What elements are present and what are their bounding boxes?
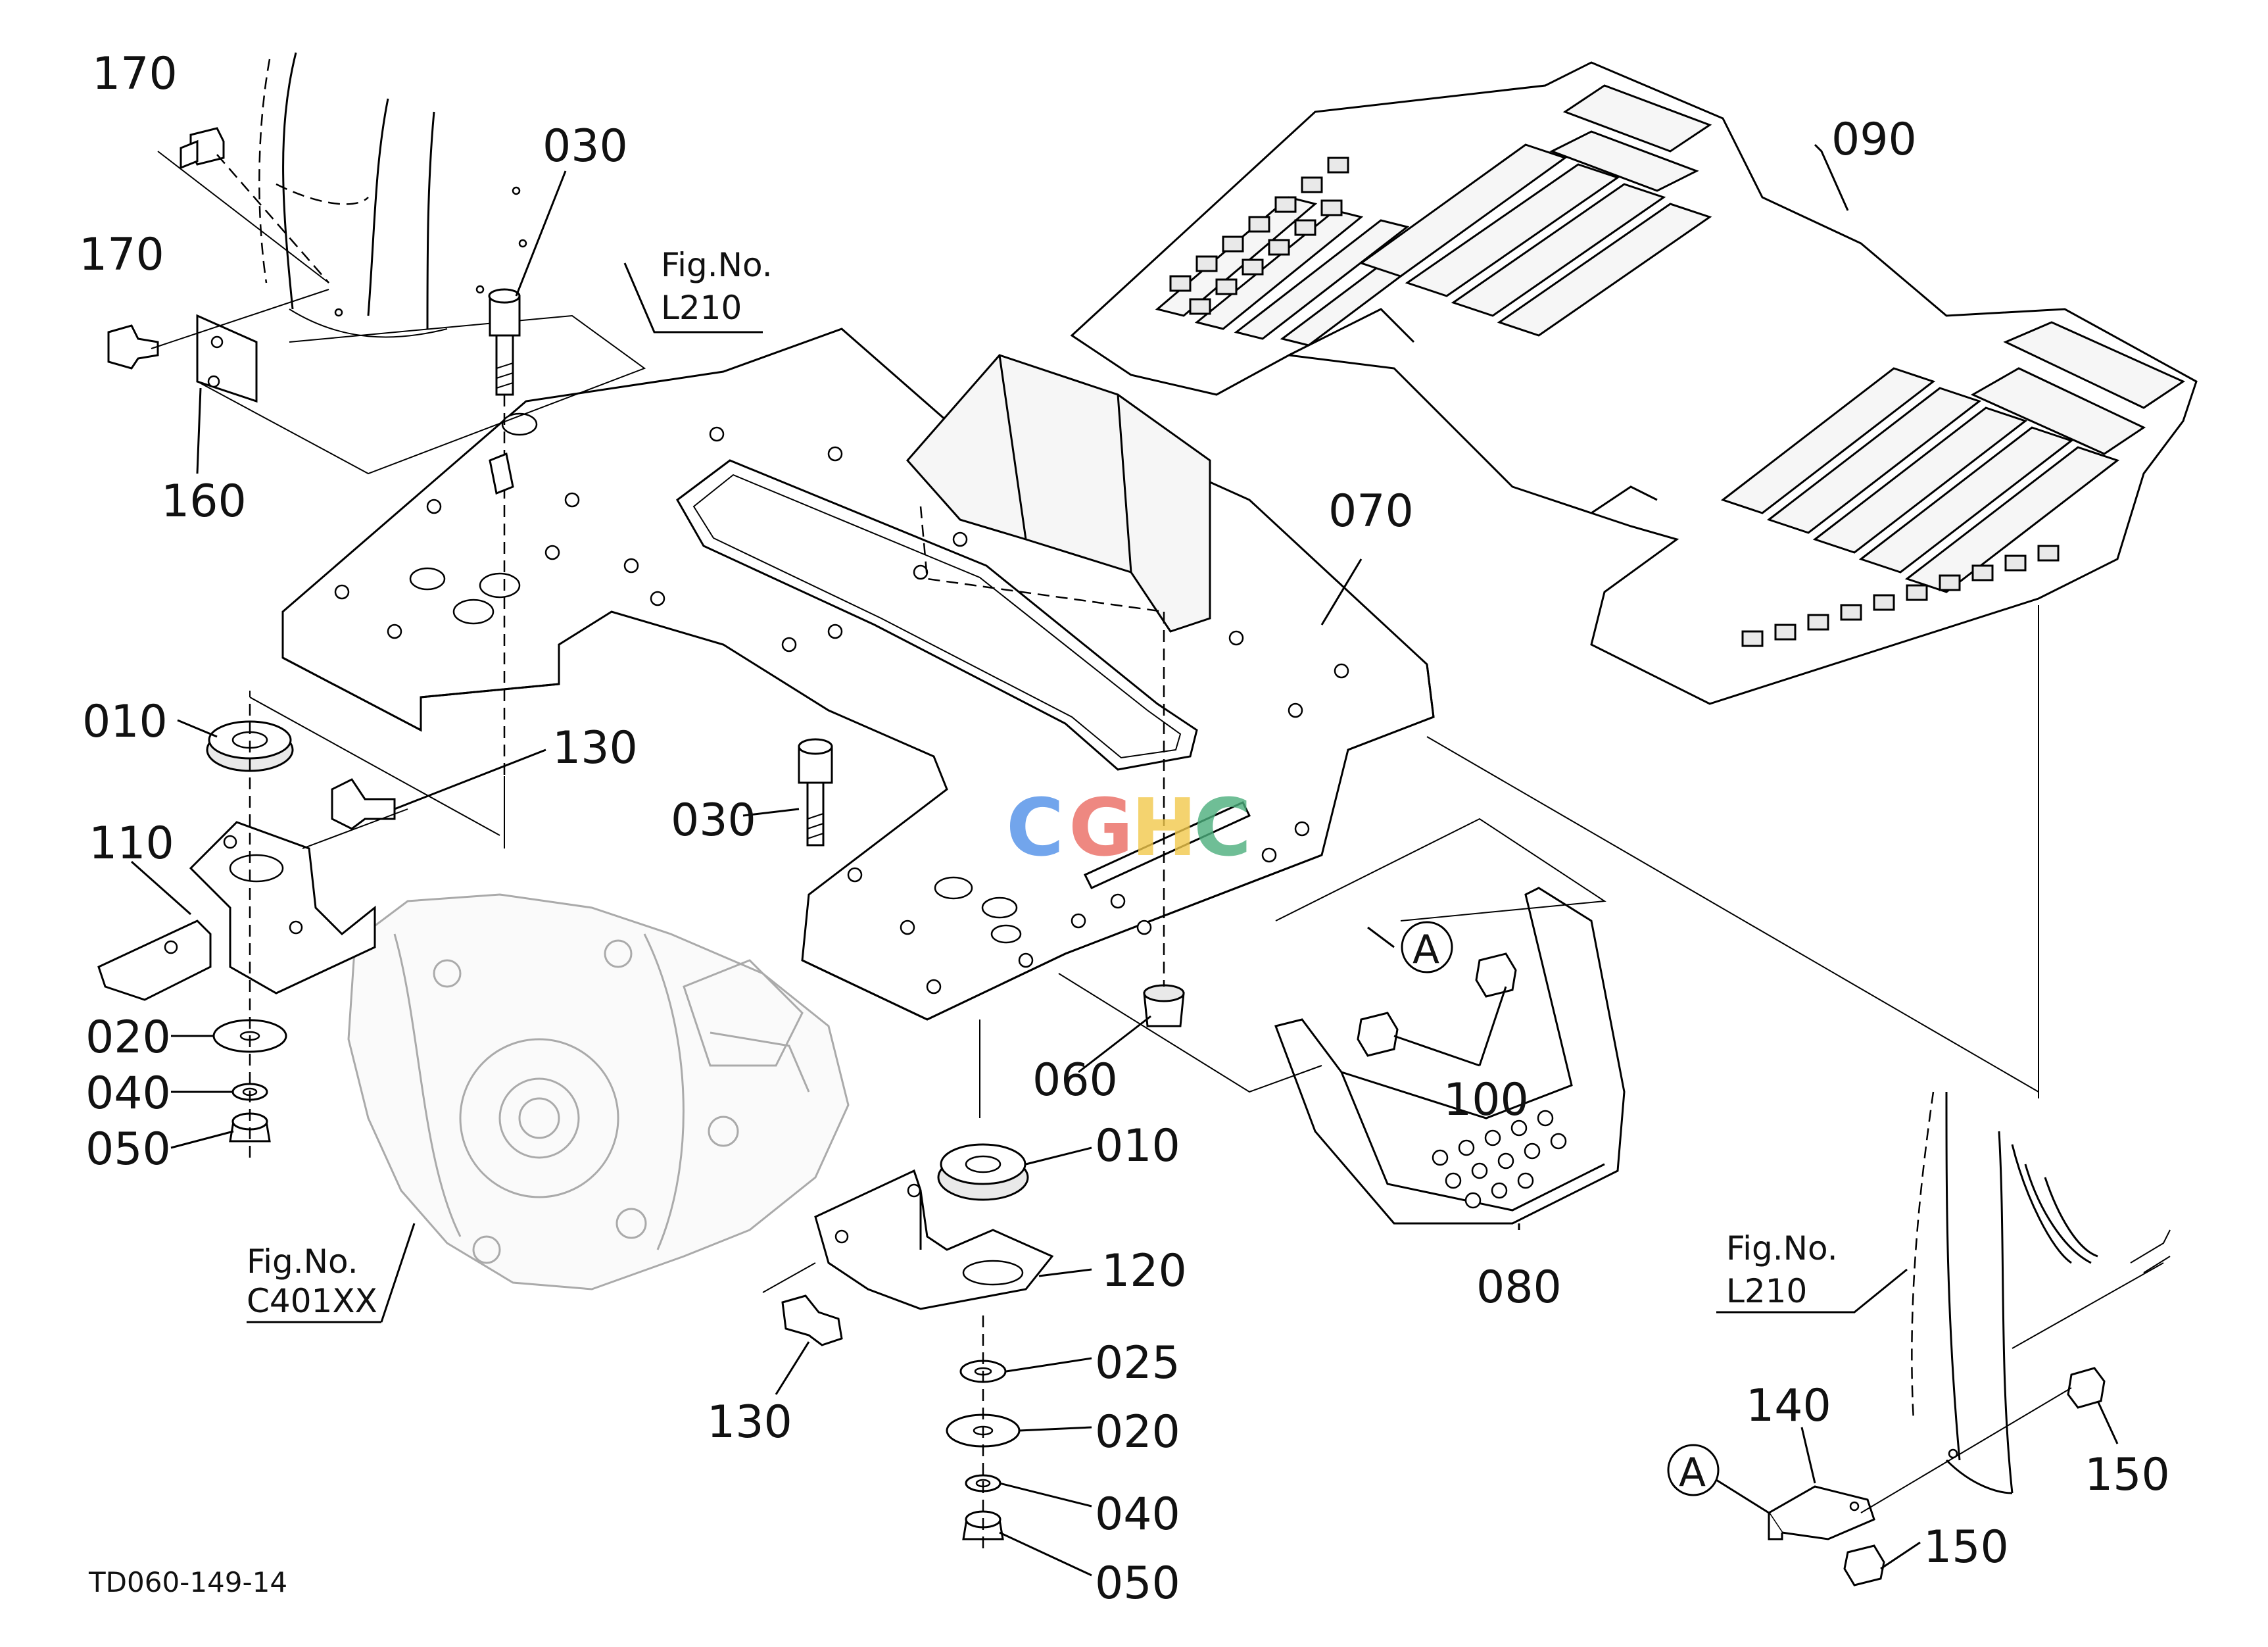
label-150-upper: 150	[2085, 1449, 2170, 1501]
label-160: 160	[161, 476, 247, 528]
label-040-left: 040	[85, 1068, 171, 1119]
figure-references: Fig.No. L210 Fig.No. C401XX Fig.No. L210	[247, 246, 1838, 1320]
label-170-mid: 170	[79, 229, 164, 281]
figref-3-line1: Fig.No.	[1726, 1229, 1838, 1267]
figref-3-line2: L210	[1726, 1272, 1807, 1310]
mat-tread-bars	[1155, 84, 2186, 593]
label-110: 110	[89, 818, 174, 870]
leader-lines	[131, 143, 2119, 1577]
reference-lines	[249, 605, 2039, 1098]
callout-A-group: A A	[1401, 921, 1720, 1496]
label-040-right: 040	[1095, 1488, 1180, 1540]
callout-A-1: A	[1412, 927, 1439, 973]
figref-1-line1: Fig.No.	[661, 246, 773, 284]
figref-2-line2: C401XX	[247, 1282, 377, 1320]
label-170-top: 170	[92, 48, 178, 100]
left-mount-group	[97, 704, 396, 1158]
label-020-left: 020	[85, 1012, 171, 1064]
step-080-group	[1058, 818, 1626, 1225]
floor-plate-070	[281, 328, 1435, 1021]
callout-A-2: A	[1679, 1450, 1706, 1496]
bolt-030-middle	[798, 738, 833, 847]
right-mount-group	[762, 1020, 1054, 1552]
label-100: 100	[1443, 1074, 1529, 1126]
label-060: 060	[1032, 1054, 1118, 1106]
label-030-top: 030	[543, 120, 628, 172]
fender-reference-bottom-right	[1767, 1091, 2171, 1586]
callout-circle-2	[1667, 1444, 1720, 1496]
label-150-lower: 150	[1923, 1521, 2009, 1573]
step-tread-holes	[1432, 1110, 1567, 1209]
figref-2-line1: Fig.No.	[247, 1242, 358, 1281]
label-090: 090	[1831, 114, 1917, 166]
figref-1-line2: L210	[661, 289, 742, 327]
label-130-upper: 130	[552, 722, 638, 774]
part-labels: 170 170 160 030 090 070 010 130 110 030 …	[79, 48, 2170, 1610]
callout-circle-1	[1401, 921, 1453, 973]
watermark-logo: C G H C	[1006, 783, 1251, 874]
plug-060	[919, 506, 1185, 1027]
label-050-right: 050	[1095, 1558, 1180, 1610]
label-010-right: 010	[1095, 1120, 1180, 1172]
label-010-left: 010	[82, 696, 168, 748]
label-070: 070	[1328, 485, 1414, 537]
label-140: 140	[1746, 1380, 1831, 1432]
plate-bolt-holes	[334, 426, 1349, 995]
mat-grid-squares	[1169, 157, 2060, 647]
label-030-middle: 030	[671, 795, 756, 847]
watermark-letter-2: G	[1069, 783, 1134, 874]
label-025: 025	[1095, 1337, 1180, 1389]
label-120: 120	[1101, 1245, 1187, 1297]
label-130-lower: 130	[707, 1396, 792, 1448]
watermark-letter-1: C	[1006, 783, 1064, 874]
transmission-housing-ghost	[347, 893, 850, 1291]
label-080: 080	[1476, 1262, 1562, 1314]
label-050-left: 050	[85, 1123, 171, 1175]
label-020-right: 020	[1095, 1406, 1180, 1458]
watermark-letter-4: C	[1194, 783, 1251, 874]
drawing-code: TD060-149-14	[88, 1566, 287, 1598]
fender-reference-top-left	[258, 52, 527, 338]
top-left-bracket-group	[107, 127, 646, 475]
floor-mat-090	[1070, 61, 2198, 705]
bolt-030-top	[488, 288, 521, 848]
watermark-letter-3: H	[1131, 783, 1197, 874]
